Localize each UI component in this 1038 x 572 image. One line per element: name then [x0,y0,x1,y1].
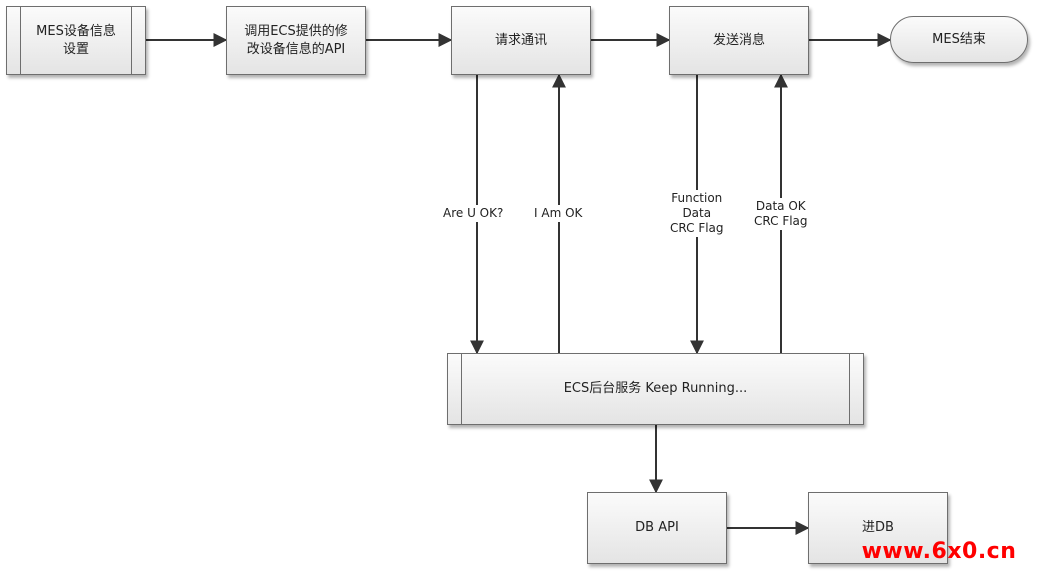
edge-label-i-am-ok: I Am OK [532,205,585,222]
send-message-node: 发送消息 [669,6,809,75]
request-comm-node: 请求通讯 [451,6,591,75]
mes-end-node: MES结束 [890,16,1028,63]
ecs-service-label: ECS后台服务 Keep Running... [563,381,748,396]
db-api-node: DB API [587,492,727,564]
into-db-node: 进DB [808,492,948,564]
into-db-label: 进DB [862,520,894,535]
call-api-label: 调用ECS提供的修 改设备信息的API [244,23,348,57]
edge-label-are-u-ok: Are U OK? [441,205,506,222]
edge-label-data-ok: Data OK CRC Flag [752,198,810,230]
request-comm-label: 请求通讯 [494,32,547,48]
db-api-label: DB API [635,520,679,535]
mes-end-label: MES结束 [932,31,986,47]
send-message-label: 发送消息 [712,32,765,48]
edge-label-function-data: Function Data CRC Flag [668,190,726,237]
call-api-node: 调用ECS提供的修 改设备信息的API [226,6,366,75]
ecs-service-node: ECS后台服务 Keep Running... [447,353,864,425]
watermark: www.6x0.cn [861,538,1017,564]
mes-settings-label: MES设备信息 设置 [36,23,116,57]
mes-settings-node: MES设备信息 设置 [6,6,146,75]
